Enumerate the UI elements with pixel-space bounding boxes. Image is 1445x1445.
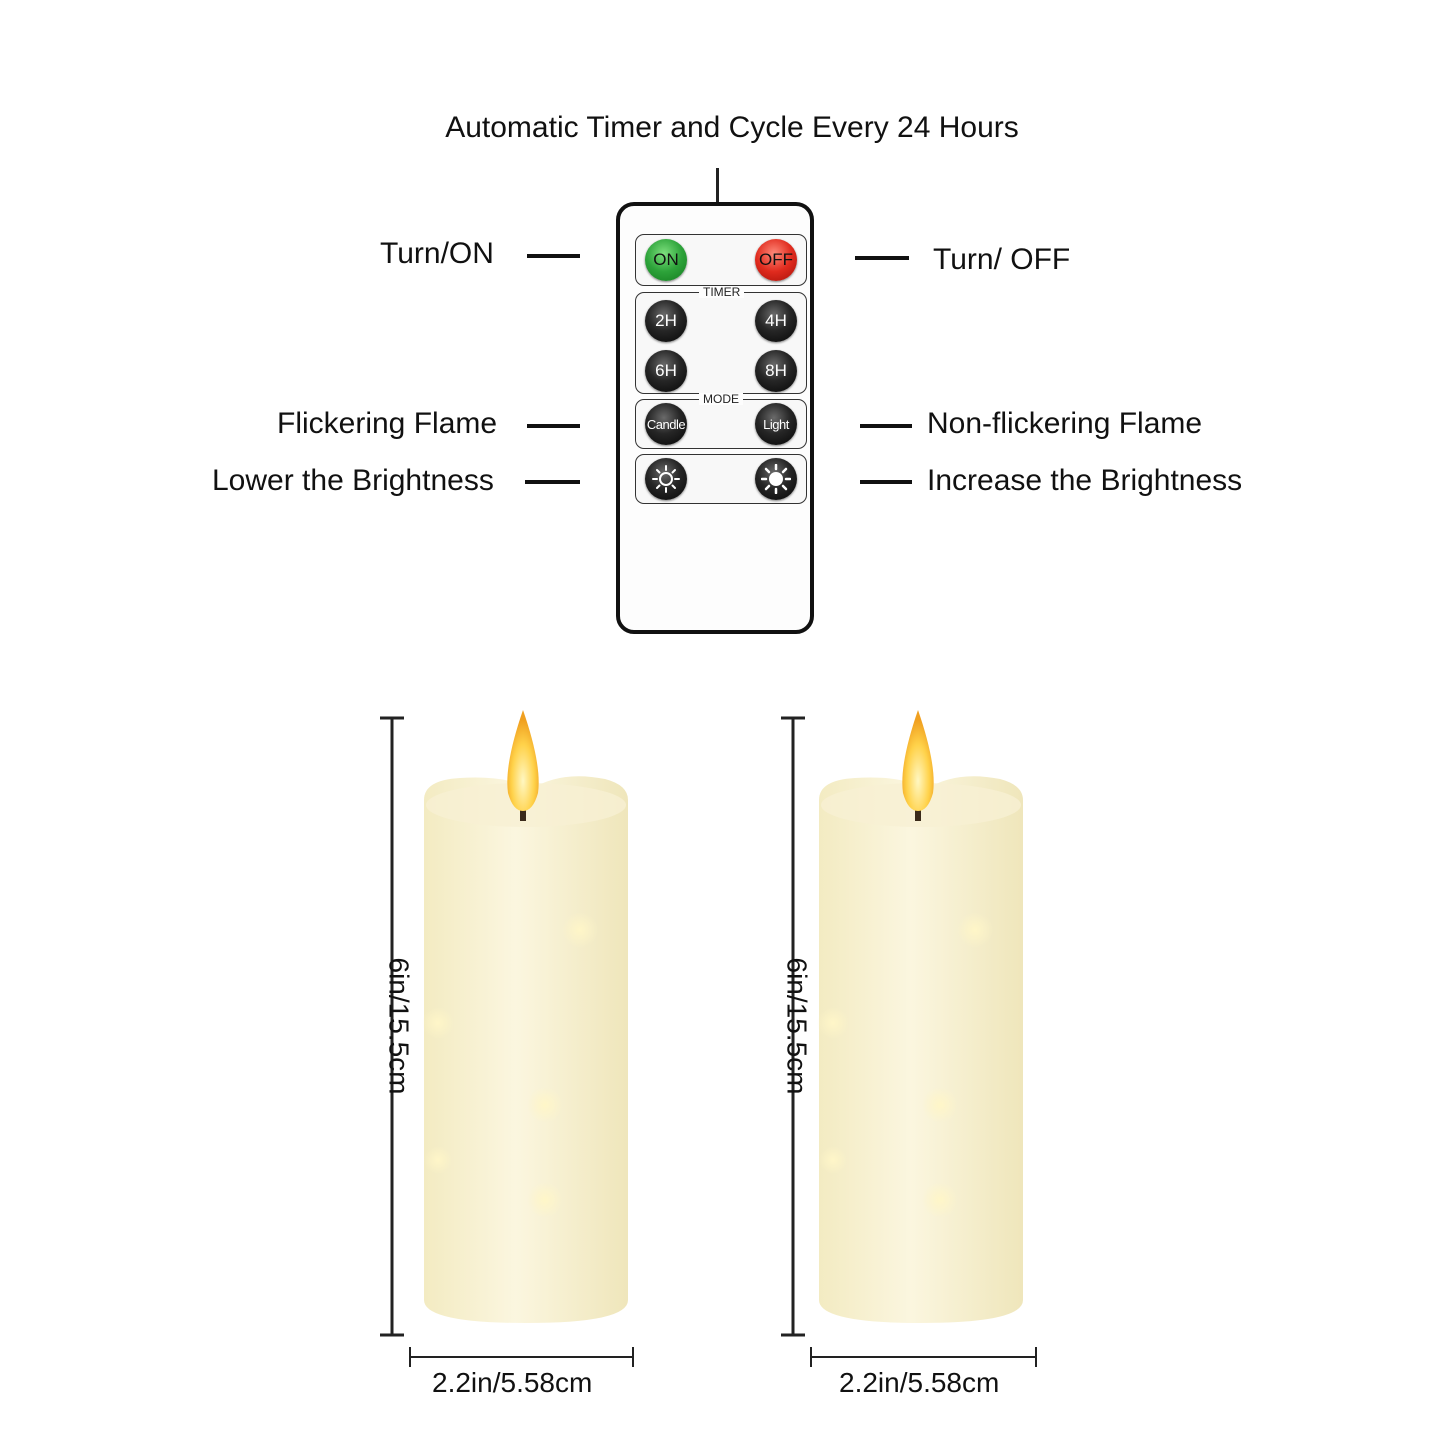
- on-button[interactable]: ON: [645, 239, 687, 281]
- brightness-panel: [635, 454, 807, 504]
- flickering-flame-leader: [527, 424, 580, 428]
- timer-8h-button[interactable]: 8H: [755, 350, 797, 392]
- candle-1-width-label: 2.2in/5.58cm: [432, 1367, 593, 1398]
- increase-brightness-leader: [860, 480, 912, 484]
- turn-off-leader: [855, 256, 909, 260]
- timer-section-label: TIMER: [699, 286, 745, 298]
- mode-section-label: MODE: [699, 393, 743, 405]
- timer-6h-button[interactable]: 6H: [645, 350, 687, 392]
- lower-brightness-leader: [525, 480, 580, 484]
- candle-1: 6in/15.5cm 2.2in/5.58cm: [380, 705, 660, 1405]
- off-button[interactable]: OFF: [755, 239, 797, 281]
- light-mode-button[interactable]: Light: [755, 403, 797, 445]
- brightness-up-button[interactable]: [755, 458, 797, 500]
- turn-on-leader: [527, 254, 580, 258]
- candle-2-width-dimension: [810, 1347, 1037, 1367]
- lower-brightness-label: Lower the Brightness: [212, 464, 494, 497]
- candle-2-width-label: 2.2in/5.58cm: [839, 1367, 1000, 1398]
- timer-4h-button[interactable]: 4H: [755, 300, 797, 342]
- turn-off-label: Turn/ OFF: [933, 243, 1071, 276]
- candle-2-height-label: 6in/15.5cm: [781, 957, 813, 1095]
- feature-title: Automatic Timer and Cycle Every 24 Hours: [445, 111, 1019, 144]
- candle-1-height-label: 6in/15.5cm: [383, 957, 415, 1095]
- power-panel: ON OFF: [635, 234, 807, 286]
- sun-outline-icon: [652, 465, 680, 493]
- sun-filled-icon: [761, 464, 791, 494]
- remote-control: ON OFF TIMER 2H 4H 6H 8H MODE Candle Lig…: [616, 202, 814, 634]
- candle-2: 6in/15.5cm 2.2in/5.58cm: [775, 705, 1055, 1405]
- non-flickering-flame-label: Non-flickering Flame: [927, 407, 1203, 440]
- increase-brightness-label: Increase the Brightness: [927, 464, 1243, 497]
- candle-1-width-dimension: [409, 1347, 634, 1367]
- candle-1-image: [380, 710, 628, 1337]
- candle-mode-button[interactable]: Candle: [645, 403, 687, 445]
- mode-panel: MODE Candle Light: [635, 393, 807, 449]
- turn-on-label: Turn/ON: [380, 237, 494, 270]
- timer-2h-button[interactable]: 2H: [645, 300, 687, 342]
- non-flickering-flame-leader: [860, 424, 912, 428]
- timer-panel: TIMER 2H 4H 6H 8H: [635, 286, 807, 394]
- flickering-flame-label: Flickering Flame: [277, 407, 498, 440]
- brightness-down-button[interactable]: [645, 458, 687, 500]
- candle-2-image: [781, 710, 1023, 1337]
